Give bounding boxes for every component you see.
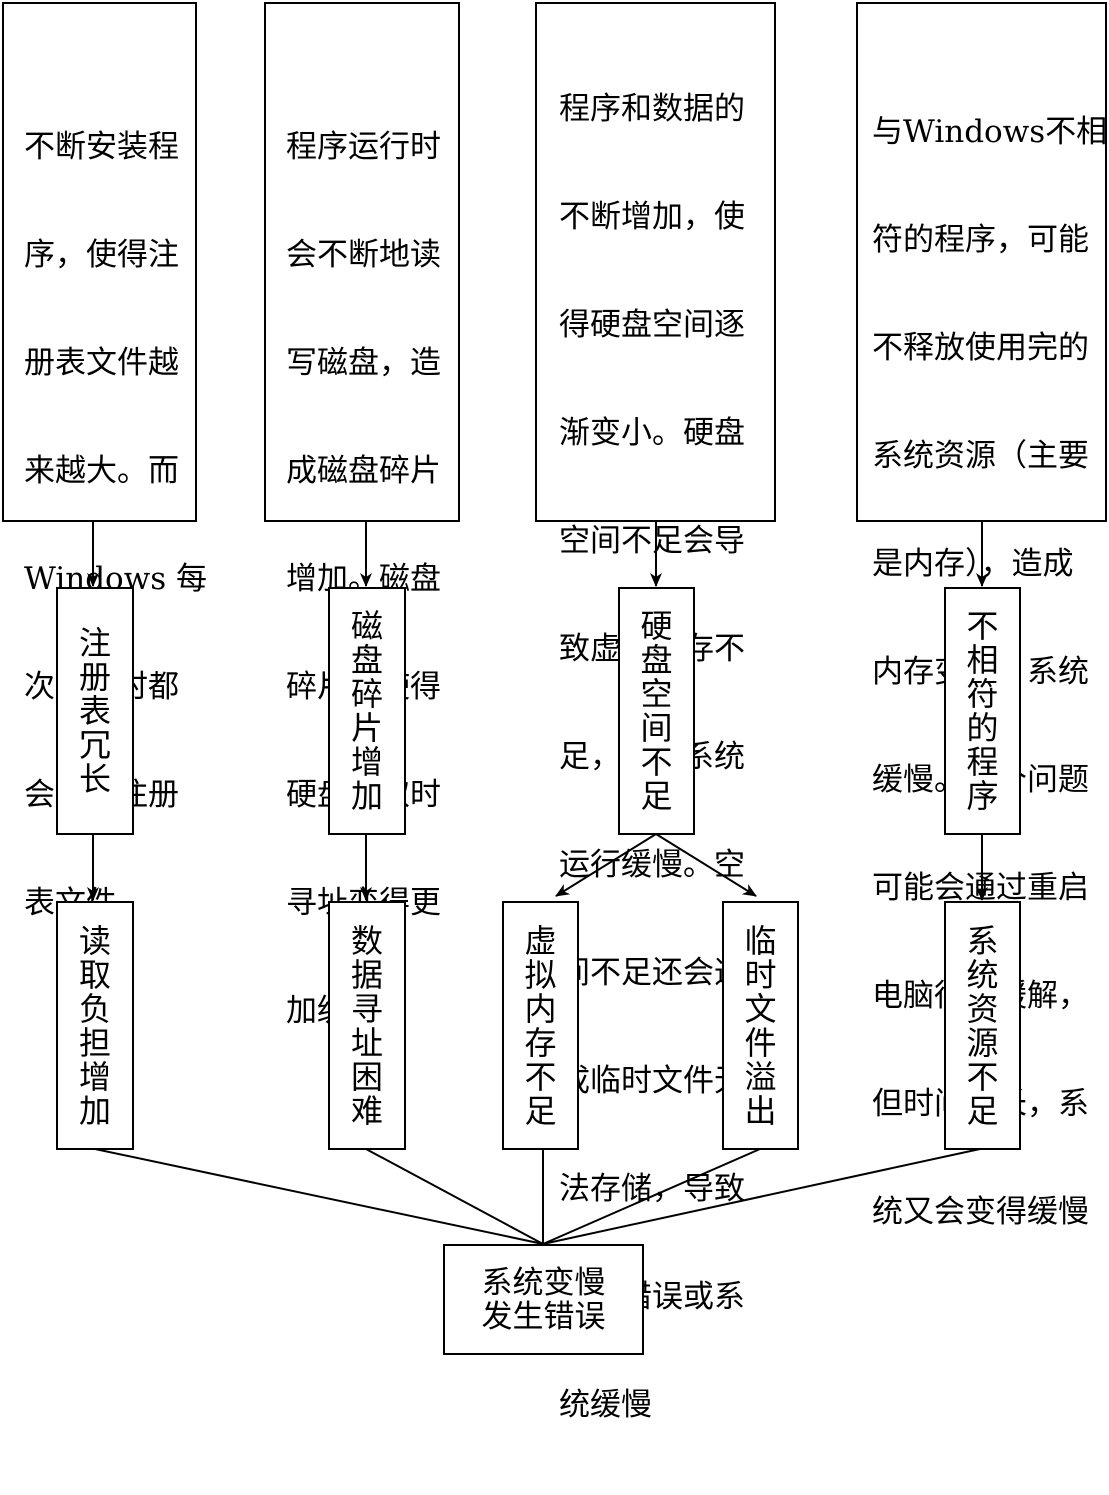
- text-line: 序，使得注: [24, 237, 179, 273]
- effect-box-temp-files: 临时文件溢出: [722, 901, 799, 1150]
- text-line: 法存储，导致: [559, 1171, 745, 1207]
- effect-box-virtual-memory: 虚拟内存不足: [502, 901, 579, 1150]
- text-line: 统缓慢: [559, 1387, 652, 1423]
- text-line: 册表文件越: [24, 345, 179, 381]
- problem-label: 磁盘碎片增加: [350, 607, 383, 815]
- text-line: 来越大。而: [24, 453, 179, 489]
- line-effect4-to-result: [542, 1148, 761, 1245]
- text-line: 程序运行时: [286, 129, 441, 165]
- connector-layer: [87, 521, 988, 1245]
- text-line: 可能会通过重启: [872, 870, 1089, 906]
- problem-box-low-disk-space: 硬盘空间不足: [618, 587, 695, 835]
- effect-label: 虚拟内存不足: [524, 921, 557, 1130]
- cause-box-disk-space: 程序和数据的 不断增加，使 得硬盘空间逐 渐变小。硬盘 空间不足会导 致虚拟内存…: [535, 2, 776, 1423]
- text-line: 系统资源（主要: [872, 438, 1089, 474]
- text-line: 不断安装程: [24, 129, 179, 165]
- problem-label: 不相符的程序: [966, 607, 999, 815]
- arrow-problem3-to-effect4: [655, 833, 757, 897]
- text-line: 渐变小。硬盘: [559, 415, 745, 451]
- problem-label: 注册表冗长: [78, 624, 111, 798]
- text-line: 不释放使用完的: [872, 330, 1089, 366]
- problem-box-registry-bloat: 注册表冗长: [56, 587, 134, 835]
- result-line-1: 系统变慢: [481, 1264, 606, 1301]
- result-line-2: 发生错误: [481, 1298, 606, 1335]
- problem-box-incompatible-programs: 不相符的程序: [944, 587, 1021, 835]
- cause-box-registry: 不断安装程 序，使得注 册表文件越 来越大。而 Windows 每 次启动时都 …: [2, 2, 207, 921]
- effect-box-read-load: 读取负担增加: [56, 901, 134, 1150]
- flowchart: 不断安装程 序，使得注 册表文件越 来越大。而 Windows 每 次启动时都 …: [2, 2, 1108, 1423]
- effect-label: 系统资源不足: [966, 921, 999, 1130]
- text-line: 运行缓慢。空: [559, 847, 745, 883]
- text-line: 成磁盘碎片: [286, 453, 441, 489]
- problem-label: 硬盘空间不足: [640, 607, 673, 815]
- line-effect2-to-result: [365, 1148, 544, 1245]
- text-line: 会不断地读: [286, 237, 441, 273]
- text-line: 统又会变得缓慢: [872, 1194, 1089, 1230]
- effect-label: 临时文件溢出: [744, 921, 777, 1130]
- text-line: 成临时文件无: [559, 1063, 745, 1099]
- effect-label: 数据寻址困难: [350, 921, 383, 1130]
- text-line: 与Windows不相: [872, 114, 1108, 150]
- line-effect1-to-result: [94, 1148, 544, 1245]
- cause-box-incompatible-programs: 与Windows不相 符的程序，可能 不释放使用完的 系统资源（主要 是内存），…: [856, 2, 1108, 1230]
- text-line: 是内存），造成: [872, 546, 1074, 582]
- text-line: 空间不足会导: [559, 523, 745, 559]
- text-line: 间不足还会造: [559, 955, 745, 991]
- text-line: 写磁盘，造: [286, 345, 441, 381]
- effect-box-addressing: 数据寻址困难: [328, 901, 406, 1150]
- effect-label: 读取负担增加: [78, 921, 111, 1130]
- line-effect5-to-result: [542, 1148, 981, 1245]
- effect-box-system-resources: 系统资源不足: [944, 901, 1021, 1150]
- cause-box-disk-fragments: 程序运行时 会不断地读 写磁盘，造 成磁盘碎片 增加。磁盘 碎片会使得 硬盘存取…: [264, 2, 460, 1029]
- text-line: 程序和数据的: [559, 91, 745, 127]
- arrow-problem3-to-effect3: [555, 833, 657, 897]
- text-line: 符的程序，可能: [872, 222, 1089, 258]
- problem-box-disk-fragments: 磁盘碎片增加: [328, 587, 406, 835]
- result-box: 系统变慢 发生错误: [443, 1244, 644, 1355]
- text-line: 得硬盘空间逐: [559, 307, 745, 343]
- text-line: 不断增加，使: [559, 199, 745, 235]
